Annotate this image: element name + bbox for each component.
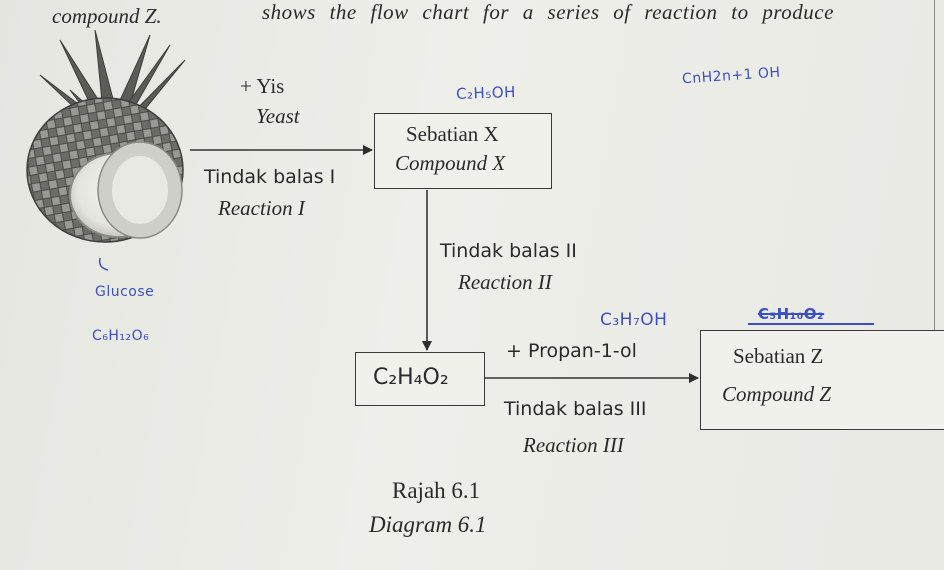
page-edge (934, 0, 935, 330)
compound-z-label: Sebatian Z (733, 344, 824, 368)
handwritten-note-glucose-formula: C₆H₁₂O₆ (92, 328, 150, 344)
handwritten-note-ethanol: C₂H₅OH (455, 82, 517, 104)
diagram-caption: Rajah 6.1 (392, 478, 481, 503)
compound-z-box (700, 330, 944, 430)
reaction3-label: Tindak balas III (504, 398, 647, 420)
reaction1-label-en: Reaction I (218, 196, 305, 220)
handwritten-note-compound-z: C₅H₁₀O₂ (758, 305, 825, 323)
diagram-caption-en: Diagram 6.1 (369, 512, 487, 537)
header-left-text: compound Z. (52, 4, 162, 28)
reaction3-label-en: Reaction III (523, 433, 624, 457)
reaction1-label: Tindak balas I (204, 166, 336, 188)
reaction1-reagent-en: Yeast (256, 104, 300, 128)
compound-x-label-en: Compound X (395, 151, 506, 175)
compound-x-label: Sebatian X (406, 122, 499, 146)
intermediate-formula: C₂H₄O₂ (373, 365, 449, 390)
compound-z-label-en: Compound Z (722, 382, 832, 406)
compound-x-box (374, 113, 552, 189)
reaction2-label-en: Reaction II (458, 270, 552, 294)
reaction3-reagent: + Propan-1-ol (506, 340, 637, 362)
handwritten-note-glucose: Glucose (95, 284, 155, 300)
header-right-text: shows the flow chart for a series of rea… (262, 0, 834, 24)
reaction1-reagent: + Yis (240, 74, 285, 98)
pineapple-illustration (26, 30, 186, 243)
handwritten-underline (748, 323, 874, 325)
handwritten-tick-mark (98, 257, 109, 271)
reaction2-label: Tindak balas II (440, 240, 577, 262)
handwritten-note-propanol: C₃H₇OH (600, 310, 668, 330)
intermediate-box (355, 352, 485, 406)
